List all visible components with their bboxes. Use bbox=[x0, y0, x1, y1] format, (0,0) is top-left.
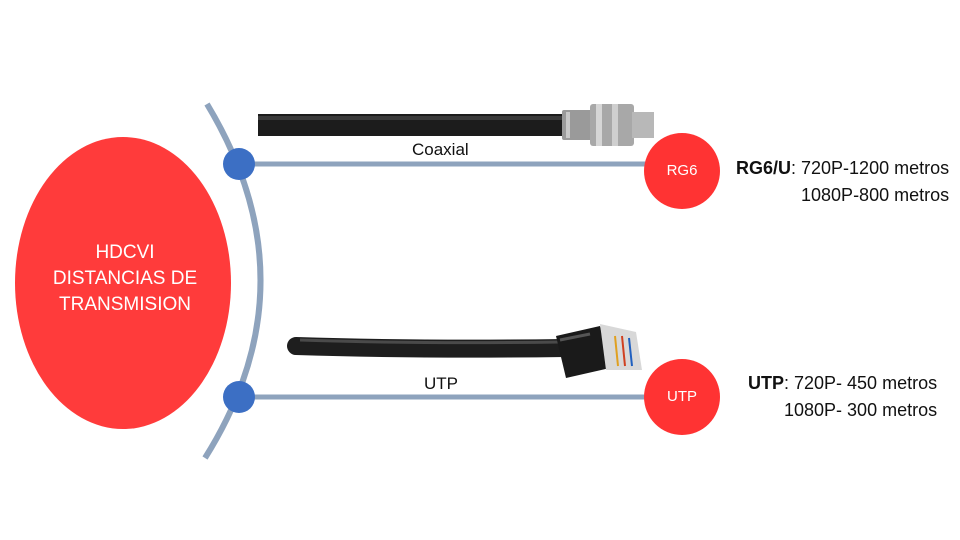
node-circle-utp bbox=[644, 359, 720, 435]
utp-cable-icon bbox=[287, 324, 642, 378]
node-circle-rg6 bbox=[644, 133, 720, 209]
coaxial-cable-label: Coaxial bbox=[412, 140, 469, 159]
spec-rg6-name: RG6/U bbox=[736, 158, 792, 178]
spec-utp-line1: : 720P- 450 metros bbox=[784, 373, 938, 393]
hub-circle bbox=[15, 137, 231, 429]
hub-line-2: DISTANCIAS DE bbox=[52, 268, 198, 289]
node-label-utp: UTP bbox=[667, 388, 697, 405]
hub-label: HDCVI DISTANCIAS DE TRANSMISION bbox=[30, 240, 220, 318]
spec-utp-line2: 1080P- 300 metros bbox=[784, 400, 938, 420]
coaxial-cable-icon bbox=[258, 104, 654, 146]
spec-utp: UTP: 720P- 450 metros 1080P- 300 metros bbox=[748, 370, 937, 424]
junction-dot-coaxial bbox=[223, 148, 255, 180]
hub-line-1: HDCVI bbox=[95, 242, 155, 263]
spec-rg6: RG6/U: 720P-1200 metros 1080P-800 metros bbox=[736, 155, 949, 209]
junction-dot-utp bbox=[223, 381, 255, 413]
node-label-rg6: RG6 bbox=[666, 162, 698, 179]
utp-cable-label: UTP bbox=[424, 374, 458, 393]
spec-rg6-line2: 1080P-800 metros bbox=[801, 185, 950, 205]
hub-line-3: TRANSMISION bbox=[59, 294, 191, 315]
spec-rg6-line1: : 720P-1200 metros bbox=[791, 158, 950, 178]
spec-utp-name: UTP bbox=[748, 373, 784, 393]
